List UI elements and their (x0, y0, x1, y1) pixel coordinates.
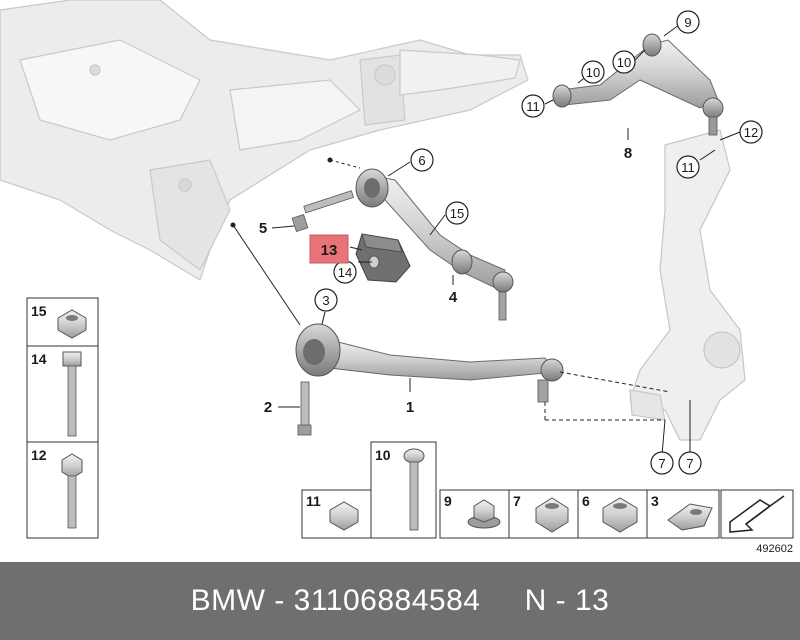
callout-10: 10 (581, 60, 605, 84)
hex-bolt-icon (61, 453, 83, 479)
upper-wishbone-part-8 (552, 33, 724, 136)
parts-diagram: 9 10 10 11 12 11 6 15 14 3 7 7 8 5 4 2 1… (0, 0, 794, 555)
legend-label-11: 11 (306, 493, 321, 509)
svg-text:10: 10 (617, 55, 631, 70)
leader-dot (230, 222, 236, 228)
steering-knuckle-drawing (629, 129, 746, 441)
callout-3: 3 (314, 288, 338, 312)
legend-label-7: 7 (513, 493, 521, 509)
callout-9: 9 (676, 10, 700, 34)
svg-text:10: 10 (586, 65, 600, 80)
bolt-part-5 (291, 190, 354, 233)
tension-strut-part-4 (355, 168, 514, 321)
label-1: 1 (406, 399, 414, 416)
rubber-mount-part-13 (355, 233, 411, 283)
svg-text:12: 12 (744, 125, 758, 140)
svg-text:15: 15 (450, 206, 464, 221)
label-4: 4 (449, 289, 458, 306)
self-locking-nut-icon (535, 497, 569, 533)
legend-label-9: 9 (444, 493, 452, 509)
subframe-drawing (0, 0, 529, 281)
legend-label-6: 6 (582, 493, 590, 509)
hex-nut-icon (57, 309, 87, 339)
label-5: 5 (259, 220, 267, 237)
bolt-part-2 (297, 381, 312, 436)
legend-label-12: 12 (31, 447, 47, 463)
callout-10: 10 (612, 50, 636, 74)
svg-text:3: 3 (322, 293, 329, 308)
nut-hole-icon (66, 315, 78, 321)
svg-text:13: 13 (321, 242, 338, 259)
legend-label-14: 14 (31, 351, 47, 367)
legend-label-15: 15 (31, 303, 47, 319)
svg-text:11: 11 (526, 99, 540, 114)
highlight-part-13: 13 (309, 234, 349, 264)
svg-text:14: 14 (338, 265, 352, 280)
collar-nut-icon (602, 497, 638, 533)
callout-14: 14 (333, 260, 357, 284)
footer-bar: BMW - 31106884584 N - 13 (0, 562, 800, 640)
leader-dot (327, 157, 333, 163)
diagram-svg: 9 10 10 11 12 11 6 15 14 3 7 7 8 5 4 2 1… (0, 0, 794, 555)
svg-text:11: 11 (681, 160, 695, 175)
svg-text:6: 6 (418, 153, 425, 168)
svg-text:7: 7 (686, 456, 693, 471)
callout-15: 15 (445, 201, 469, 225)
label-2: 2 (264, 399, 272, 416)
flange-bolt-icon (62, 351, 82, 367)
legend-label-3: 3 (651, 493, 659, 509)
callout-11: 11 (521, 94, 545, 118)
legend-label-10: 10 (375, 447, 391, 463)
callout-7: 7 (678, 451, 702, 475)
label-8: 8 (624, 145, 632, 162)
callout-7: 7 (650, 451, 674, 475)
legend-bottom-row: 10 11 9 7 6 3 (301, 441, 794, 539)
callout-6: 6 (410, 148, 434, 172)
svg-text:7: 7 (658, 456, 665, 471)
reference-number: 492602 (756, 543, 793, 555)
part-number-caption: BMW - 31106884584 N - 13 (190, 584, 610, 617)
callout-11: 11 (676, 155, 700, 179)
round-head-bolt-icon (403, 448, 425, 464)
legend-left-column: 15 14 12 (26, 297, 99, 539)
callout-12: 12 (739, 120, 763, 144)
svg-text:9: 9 (684, 15, 691, 30)
wishbone-part-1 (295, 323, 564, 403)
nut-icon (329, 501, 359, 531)
